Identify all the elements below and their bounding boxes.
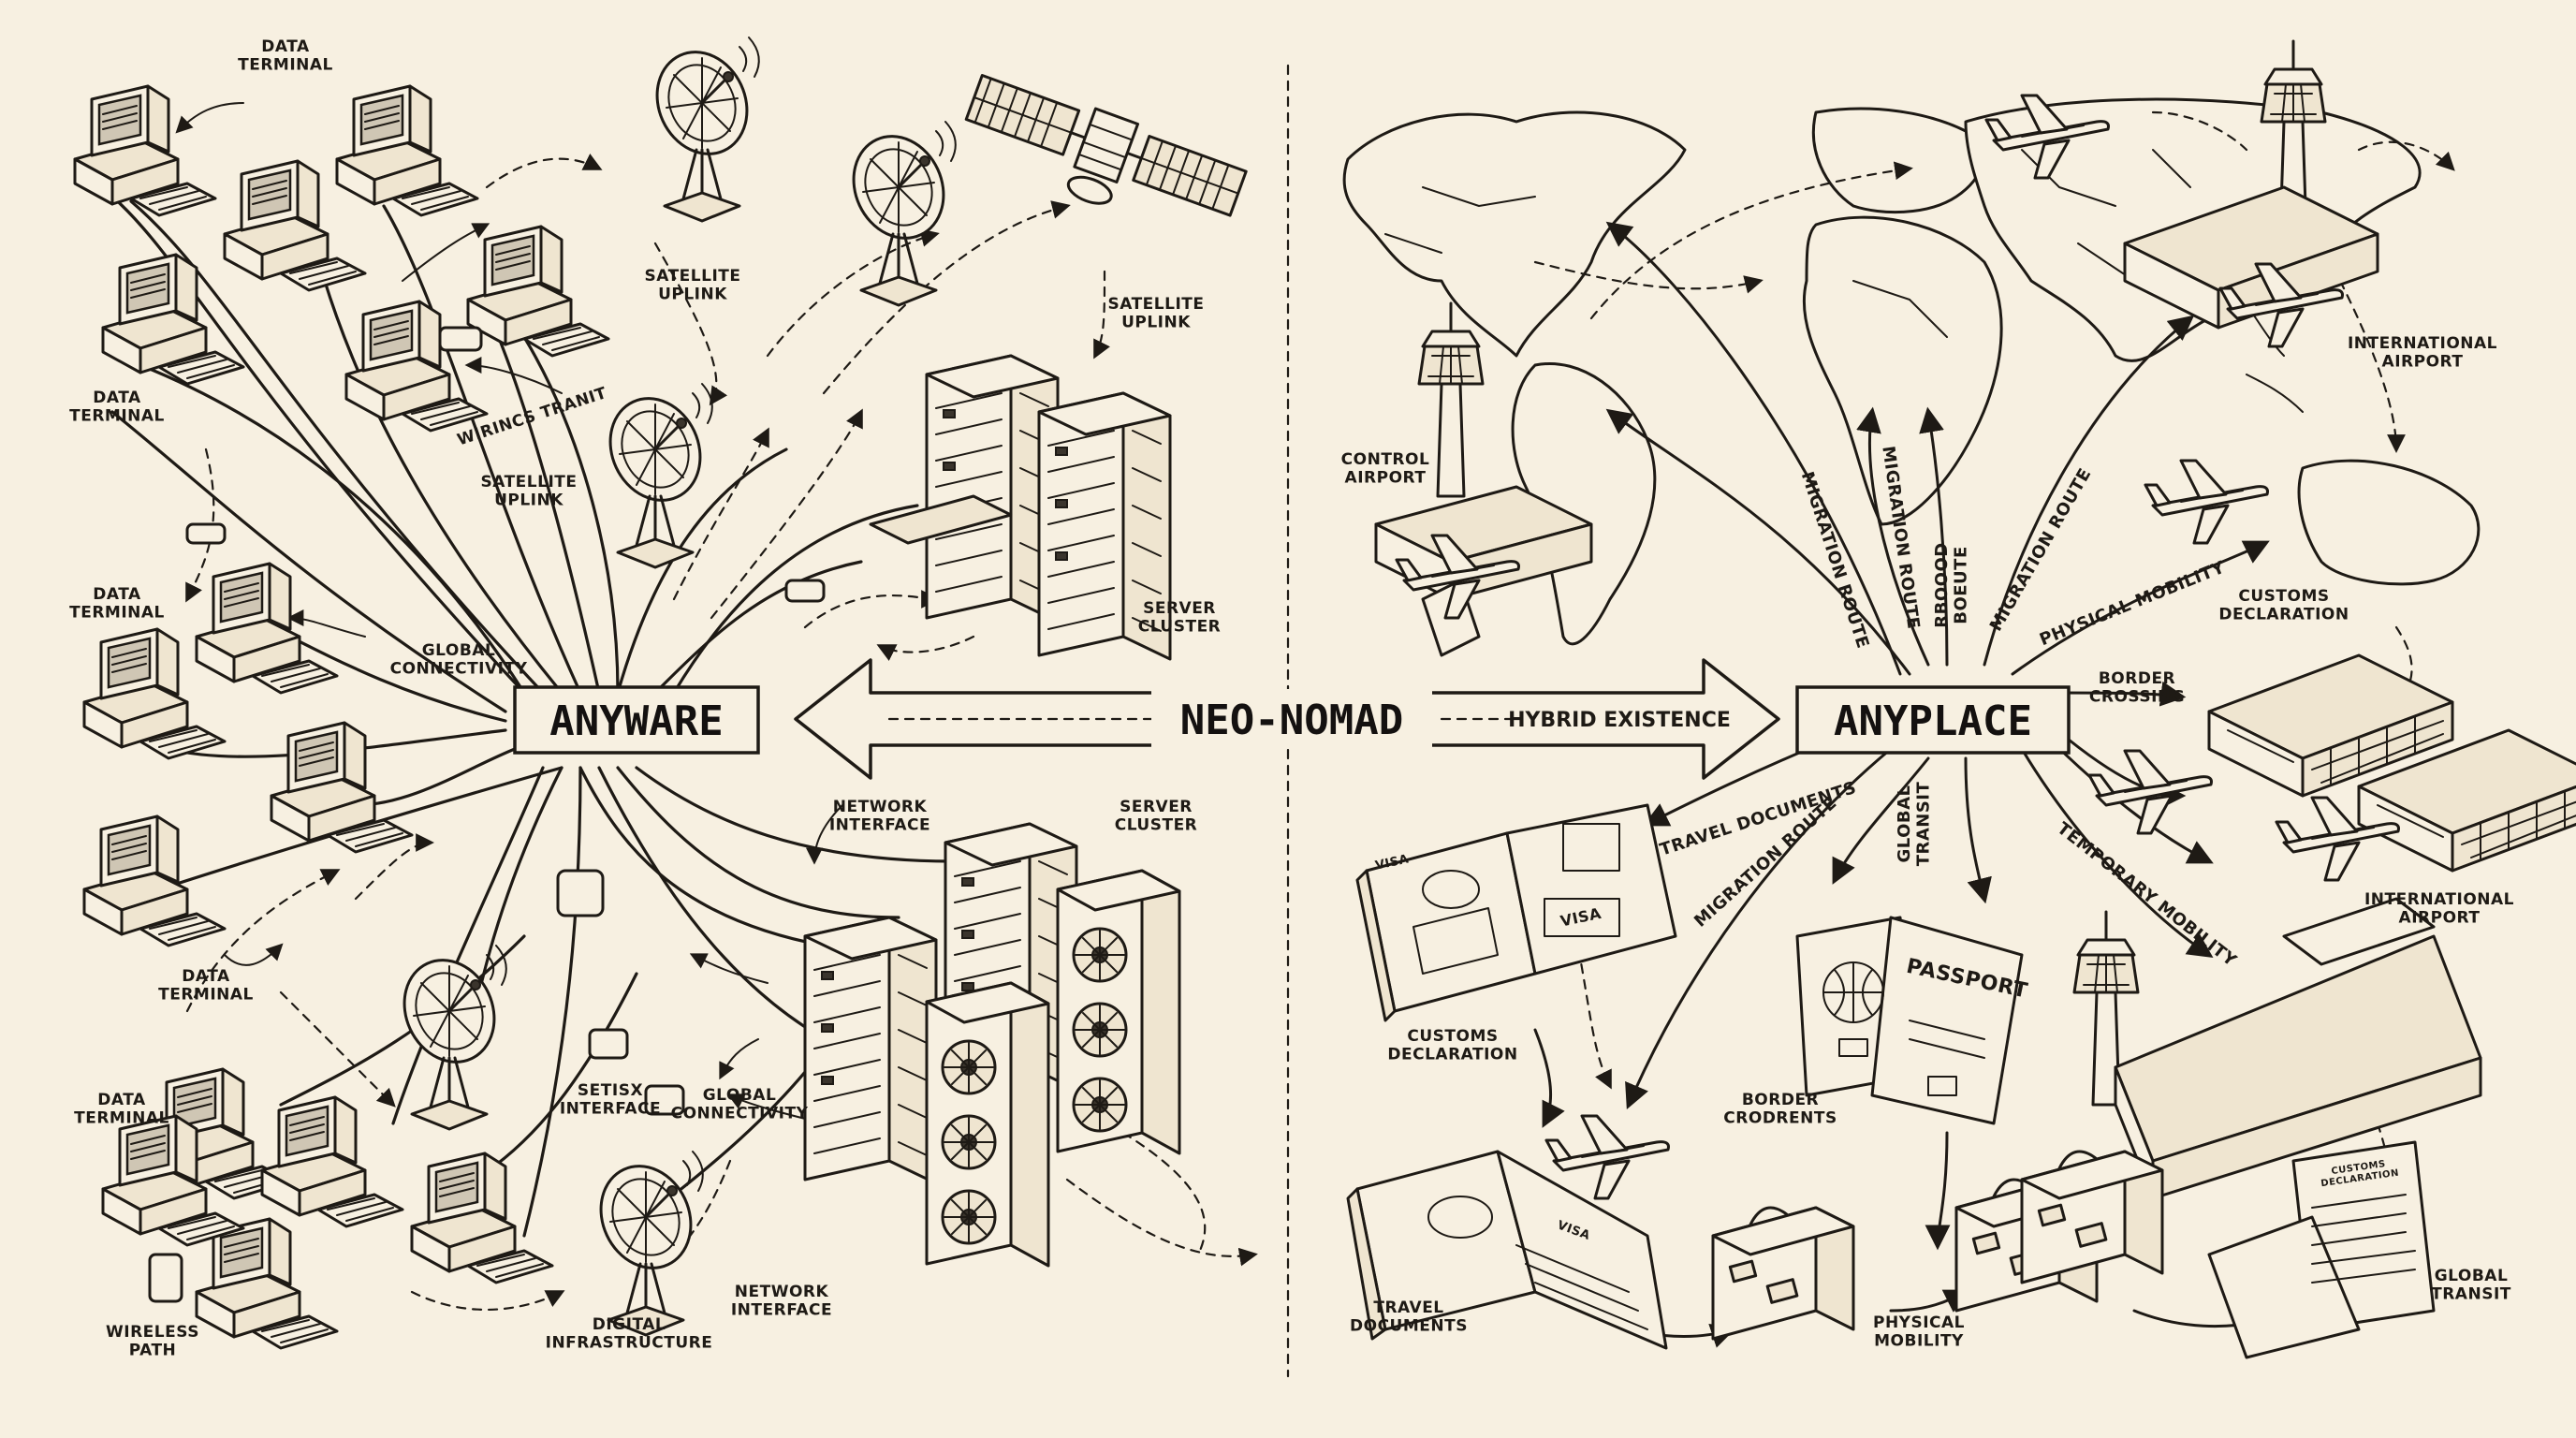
svg-text:ANYPLACE: ANYPLACE xyxy=(1834,697,2032,745)
visa-booklet-1 xyxy=(1355,803,1677,1022)
passport-stack xyxy=(1795,916,2024,1125)
anyware-hub: ANYWARE xyxy=(513,685,760,755)
digital-network-cluster xyxy=(73,36,1258,1350)
physical-mobility-cluster xyxy=(1342,39,2576,1359)
center-title: NEO-NOMAD xyxy=(1180,697,1403,744)
center-subtitle: HYBRID EXISTENCE xyxy=(1508,709,1731,732)
visa-booklet-2 xyxy=(1346,1150,1668,1350)
route-physical-mobility: PHYSICAL MOBILITY xyxy=(2037,557,2228,650)
route-travel-documents: TRAVEL DOCUMENTS xyxy=(1658,778,1859,860)
route-migration-3: MIGRATION ROUTE xyxy=(1986,465,2096,635)
customs-form xyxy=(2207,1140,2436,1359)
anyplace-hub: ANYPLACE xyxy=(1795,685,2071,755)
svg-text:ANYWARE: ANYWARE xyxy=(549,697,723,745)
route-global-transit: GLOBALTRANSIT xyxy=(1895,781,1934,866)
route-robood: RBOOODBOEUTE xyxy=(1932,542,1971,627)
visa-text-1: VISA xyxy=(1374,852,1411,873)
